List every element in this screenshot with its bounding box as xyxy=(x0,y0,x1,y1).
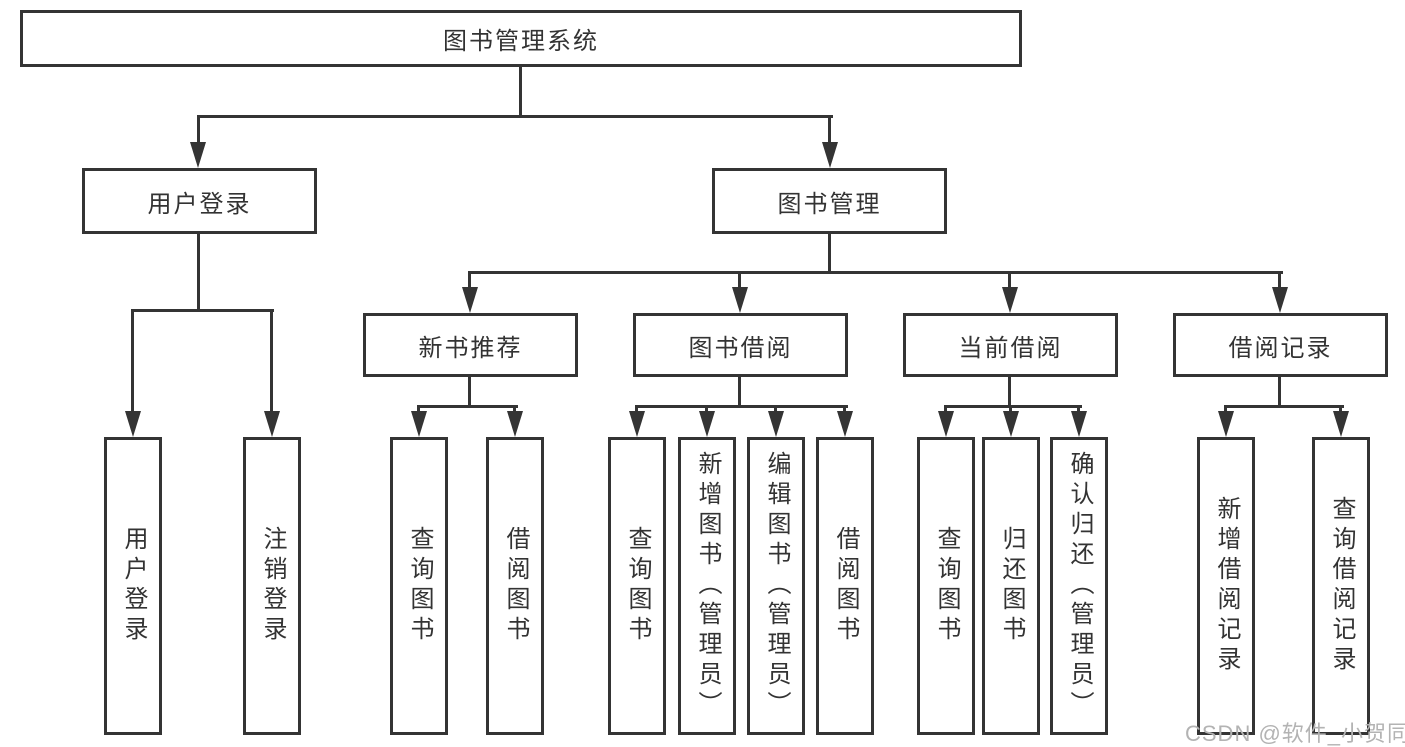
arrow-down-icon xyxy=(264,411,280,437)
arrow-down-icon xyxy=(507,411,523,437)
connector-group-stem xyxy=(1008,375,1011,408)
arrow-down-icon xyxy=(732,287,748,313)
connector-group-split xyxy=(944,405,1082,408)
watermark: CSDN @软件_小贺同学 xyxy=(1185,721,1405,746)
arrow-down-icon xyxy=(1218,411,1234,437)
arrow-down-icon xyxy=(837,411,853,437)
leaf-label: 编辑图书（管理员） xyxy=(763,451,790,721)
node-new-book-recommendation: 新书推荐 xyxy=(363,313,578,377)
connector-book-management-stem xyxy=(828,232,831,274)
arrow-down-icon xyxy=(462,287,478,313)
connector-to-leaf xyxy=(513,405,516,415)
connector-to-user-login xyxy=(197,115,200,145)
arrow-down-icon xyxy=(629,411,645,437)
connector-root-split xyxy=(197,115,833,118)
connector-to-leaf xyxy=(774,405,777,415)
leaf-label: 注销登录 xyxy=(259,526,286,646)
node-label: 图书借阅 xyxy=(688,334,793,362)
arrow-down-icon xyxy=(411,411,427,437)
connector-to-leaf xyxy=(131,309,134,413)
connector-to-leaf xyxy=(1077,405,1080,415)
leaf-label: 查询图书 xyxy=(933,526,960,646)
arrow-down-icon xyxy=(822,142,838,168)
connector-to-leaf xyxy=(1009,405,1012,415)
node-current-borrowing: 当前借阅 xyxy=(903,313,1118,377)
leaf-add-borrow-record: 新增借阅记录 xyxy=(1197,437,1255,735)
connector-group-stem xyxy=(468,375,471,408)
node-book-management-branch: 图书管理 xyxy=(712,168,947,234)
node-label: 图书管理 xyxy=(777,190,882,218)
connector-to-book-management xyxy=(828,115,831,145)
node-label: 借阅记录 xyxy=(1228,334,1333,362)
connector-to-leaf xyxy=(843,405,846,415)
arrow-down-icon xyxy=(1003,411,1019,437)
connector-to-leaf xyxy=(944,405,947,415)
leaf-return-books: 归还图书 xyxy=(982,437,1040,735)
connector-book-management-split xyxy=(468,271,1283,274)
leaf-label: 新增借阅记录 xyxy=(1213,496,1240,676)
connector-to-leaf xyxy=(705,405,708,415)
node-label: 用户登录 xyxy=(147,190,252,218)
connector-to-group xyxy=(1278,271,1281,289)
leaf-query-books: 查询图书 xyxy=(917,437,975,735)
leaf-query-books: 查询图书 xyxy=(608,437,666,735)
leaf-label: 新增图书（管理员） xyxy=(694,451,721,721)
arrow-down-icon xyxy=(938,411,954,437)
connector-group-split xyxy=(417,405,518,408)
node-label: 图书管理系统 xyxy=(443,28,599,55)
connector-group-stem xyxy=(1278,375,1281,408)
connector-root-stem xyxy=(519,65,522,118)
leaf-user-login: 用户登录 xyxy=(104,437,162,735)
node-label: 新书推荐 xyxy=(418,334,523,362)
leaf-borrow-books: 借阅图书 xyxy=(486,437,544,735)
connector-user-login-stem xyxy=(197,232,200,312)
leaf-edit-books-admin: 编辑图书（管理员） xyxy=(747,437,805,735)
arrow-down-icon xyxy=(125,411,141,437)
arrow-down-icon xyxy=(1272,287,1288,313)
connector-to-group xyxy=(468,271,471,289)
arrow-down-icon xyxy=(190,142,206,168)
connector-to-leaf xyxy=(417,405,420,415)
node-library-management-system: 图书管理系统 xyxy=(20,10,1022,67)
arrow-down-icon xyxy=(699,411,715,437)
connector-group-split xyxy=(635,405,848,408)
leaf-label: 借阅图书 xyxy=(502,526,529,646)
leaf-borrow-books: 借阅图书 xyxy=(816,437,874,735)
leaf-label: 确认归还（管理员） xyxy=(1066,451,1093,721)
arrow-down-icon xyxy=(1071,411,1087,437)
leaf-label: 用户登录 xyxy=(120,526,147,646)
leaf-label: 查询借阅记录 xyxy=(1328,496,1355,676)
leaf-label: 归还图书 xyxy=(998,526,1025,646)
arrow-down-icon xyxy=(768,411,784,437)
connector-to-leaf xyxy=(1224,405,1227,415)
leaf-query-books: 查询图书 xyxy=(390,437,448,735)
node-book-borrowing: 图书借阅 xyxy=(633,313,848,377)
node-label: 当前借阅 xyxy=(958,334,1063,362)
leaf-label: 借阅图书 xyxy=(832,526,859,646)
connector-to-leaf xyxy=(270,309,273,413)
connector-to-group xyxy=(1008,271,1011,289)
leaf-logout: 注销登录 xyxy=(243,437,301,735)
leaf-label: 查询图书 xyxy=(624,526,651,646)
leaf-label: 查询图书 xyxy=(406,526,433,646)
connector-to-leaf xyxy=(635,405,638,415)
connector-group-split xyxy=(1224,405,1344,408)
arrow-down-icon xyxy=(1002,287,1018,313)
leaf-confirm-return-admin: 确认归还（管理员） xyxy=(1050,437,1108,735)
connector-to-leaf xyxy=(1339,405,1342,415)
connector-user-login-split xyxy=(131,309,274,312)
connector-to-group xyxy=(738,271,741,289)
leaf-add-books-admin: 新增图书（管理员） xyxy=(678,437,736,735)
node-borrowing-records: 借阅记录 xyxy=(1173,313,1388,377)
leaf-query-borrow-record: 查询借阅记录 xyxy=(1312,437,1370,735)
arrow-down-icon xyxy=(1333,411,1349,437)
connector-group-stem xyxy=(738,375,741,408)
node-user-login-branch: 用户登录 xyxy=(82,168,317,234)
